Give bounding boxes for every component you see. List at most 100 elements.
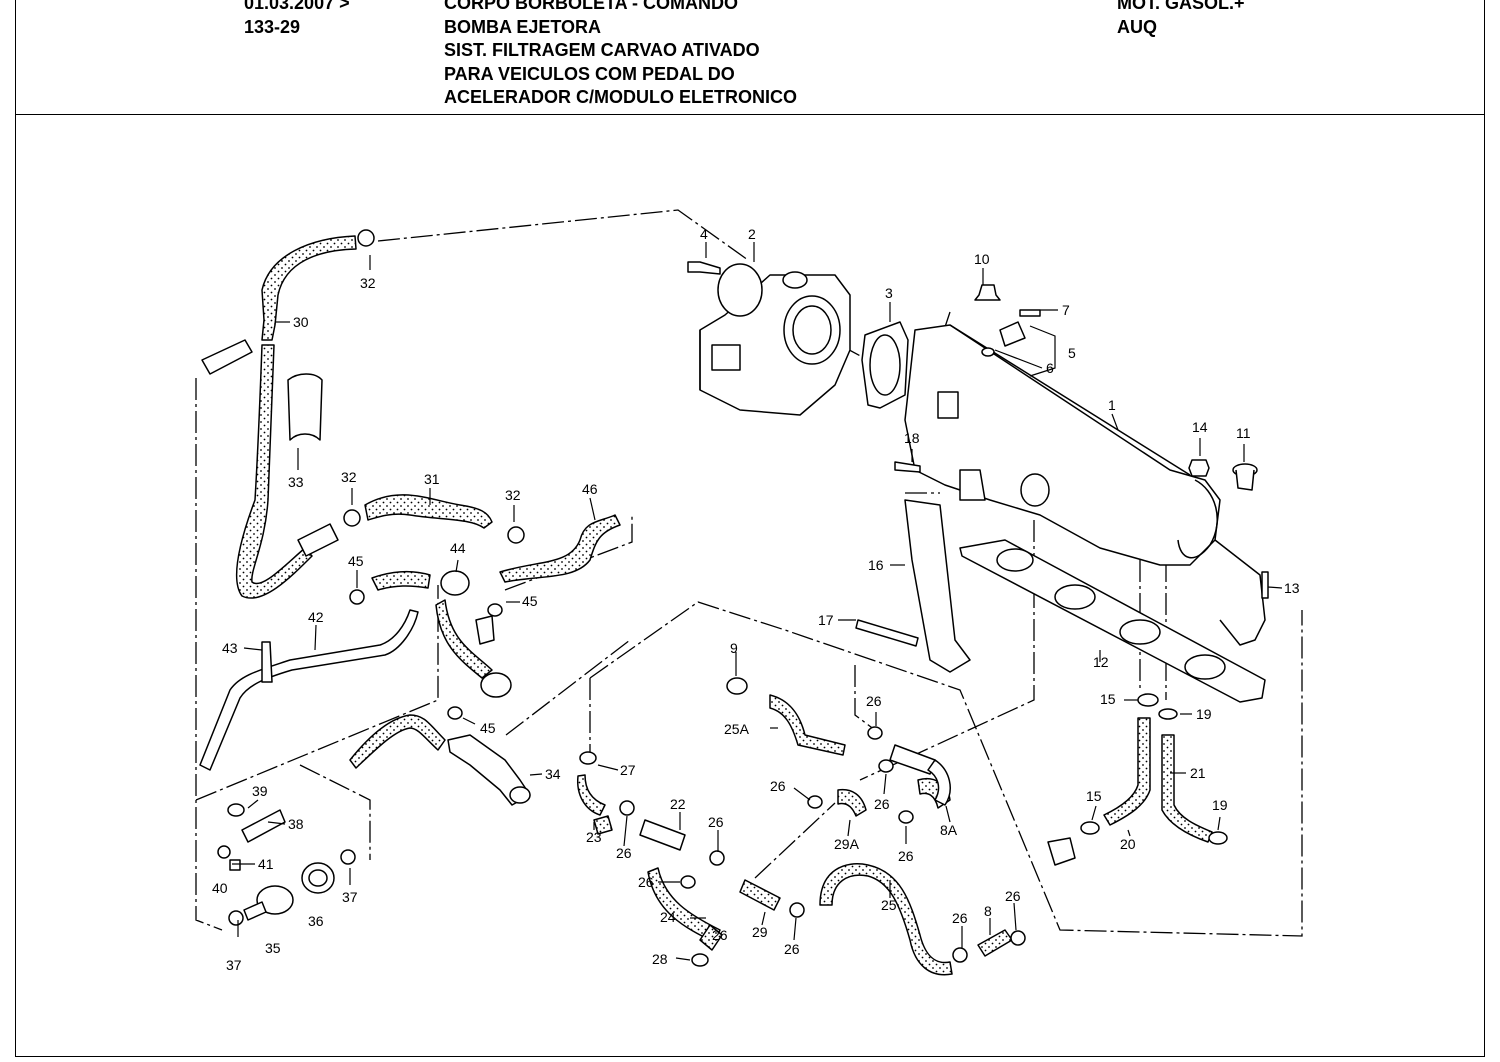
callout-17: 17 (818, 612, 834, 628)
illustration-number: 133-29 (244, 16, 301, 37)
callout-35: 35 (265, 940, 281, 956)
leader-lines (232, 242, 1283, 961)
nut-14 (1188, 459, 1210, 477)
clamp-26-h (898, 810, 914, 824)
washer-6 (981, 347, 995, 357)
callout-26-k: 26 (712, 927, 728, 943)
callout-14: 14 (1192, 419, 1208, 435)
callout-36: 36 (308, 913, 324, 929)
grommet-39 (227, 803, 245, 817)
callout-23: 23 (586, 829, 602, 845)
title-line-2: BOMBA EJETORA (444, 16, 602, 37)
callout-45-right: 45 (522, 593, 538, 609)
callout-38: 38 (288, 816, 304, 832)
callout-19-bottom: 19 (1212, 797, 1228, 813)
engine-type: MOT. GASOL.+ (1117, 0, 1245, 13)
clamp-26-j (1010, 930, 1026, 946)
callout-11: 11 (1236, 425, 1251, 441)
clamp-28 (691, 953, 709, 967)
manifold-gasket (959, 539, 1266, 703)
header-title-block: CORPO BORBOLETA - COMANDO BOMBA EJETORA … (444, 0, 797, 110)
callout-44: 44 (450, 540, 466, 556)
pipe-34-end (509, 786, 531, 804)
callout-13: 13 (1284, 580, 1300, 596)
bolt-4 (687, 261, 721, 275)
callout-1: 1 (1108, 397, 1116, 413)
title-line-5: ACELERADOR C/MODULO ELETRONICO (444, 87, 797, 107)
callout-27: 27 (620, 762, 636, 778)
ejector-pump-44 (440, 570, 470, 596)
clamp-45-bottom (447, 706, 463, 720)
callout-26-d: 26 (708, 814, 724, 830)
callout-32-left: 32 (341, 469, 357, 485)
pipe-8a (927, 759, 951, 806)
clamp-26-b (709, 850, 725, 866)
callout-3: 3 (885, 285, 893, 301)
callout-43: 43 (222, 640, 238, 656)
callout-6: 6 (1046, 360, 1054, 376)
callout-40: 40 (212, 880, 228, 896)
engine-code: AUQ (1117, 16, 1157, 37)
callout-20: 20 (1120, 836, 1136, 852)
ring-36 (301, 862, 335, 894)
callout-28: 28 (652, 951, 668, 967)
clamp-32-top (357, 229, 375, 247)
header-left-block: 01.03.2007 > 133-29 (244, 0, 350, 39)
sensor-10 (974, 284, 1001, 301)
callout-29: 29 (752, 924, 768, 940)
gasket-3-bore (869, 334, 901, 396)
bolt-13 (1261, 571, 1269, 599)
hoses (235, 235, 1213, 976)
pipe-8a-fitting (889, 744, 936, 775)
callout-45-left: 45 (348, 553, 364, 569)
callout-10: 10 (974, 251, 990, 267)
callout-15-top: 15 (1100, 691, 1116, 707)
heat-shield-33 (287, 373, 323, 441)
callout-41: 41 (258, 856, 274, 872)
callout-26-i: 26 (952, 910, 968, 926)
callout-29a: 29A (834, 836, 860, 852)
clamp-32-right (507, 526, 525, 544)
callout-42: 42 (308, 609, 324, 625)
callout-8: 8 (984, 903, 992, 919)
clamp-45-right (487, 603, 503, 617)
parts (199, 229, 1269, 967)
throttle-body (699, 263, 851, 416)
callout-26-a: 26 (866, 693, 882, 709)
clamp-19 (1158, 708, 1178, 720)
callout-25a: 25A (724, 721, 750, 737)
callout-labels: 32 30 33 32 31 32 46 44 45 45 42 43 45 3… (212, 226, 1300, 973)
callout-21: 21 (1190, 765, 1206, 781)
callout-25: 25 (881, 897, 897, 913)
callout-32-top: 32 (360, 275, 376, 291)
valve-lower-right (1047, 837, 1076, 866)
callout-26-f: 26 (898, 848, 914, 864)
screw-43 (261, 641, 273, 683)
callout-16: 16 (868, 557, 884, 573)
ring-36-inner (308, 869, 328, 887)
callout-32-right: 32 (505, 487, 521, 503)
callout-5: 5 (1068, 345, 1076, 361)
bolt-18 (894, 461, 921, 473)
callout-26-j: 26 (784, 941, 800, 957)
callout-9: 9 (730, 640, 738, 656)
clamp-26-e (807, 795, 823, 809)
page-frame (15, 0, 1485, 1057)
callout-46: 46 (582, 481, 598, 497)
callout-18: 18 (904, 430, 920, 446)
part-41 (229, 859, 241, 871)
callout-37-right: 37 (342, 889, 358, 905)
clamp-26-i (952, 947, 968, 963)
ejector-pump-body (475, 615, 495, 645)
clamp-19-lower (1208, 831, 1228, 845)
valve-35 (256, 885, 294, 915)
callout-34: 34 (545, 766, 561, 782)
title-line-1: CORPO BORBOLETA - COMANDO (444, 0, 738, 13)
callout-7: 7 (1062, 302, 1070, 318)
title-line-3: SIST. FILTRAGEM CARVAO ATIVADO (444, 40, 760, 60)
callout-30: 30 (293, 314, 309, 330)
clamp-26-g (878, 759, 894, 773)
bolt-17 (855, 619, 919, 647)
callout-26-c: 26 (874, 796, 890, 812)
